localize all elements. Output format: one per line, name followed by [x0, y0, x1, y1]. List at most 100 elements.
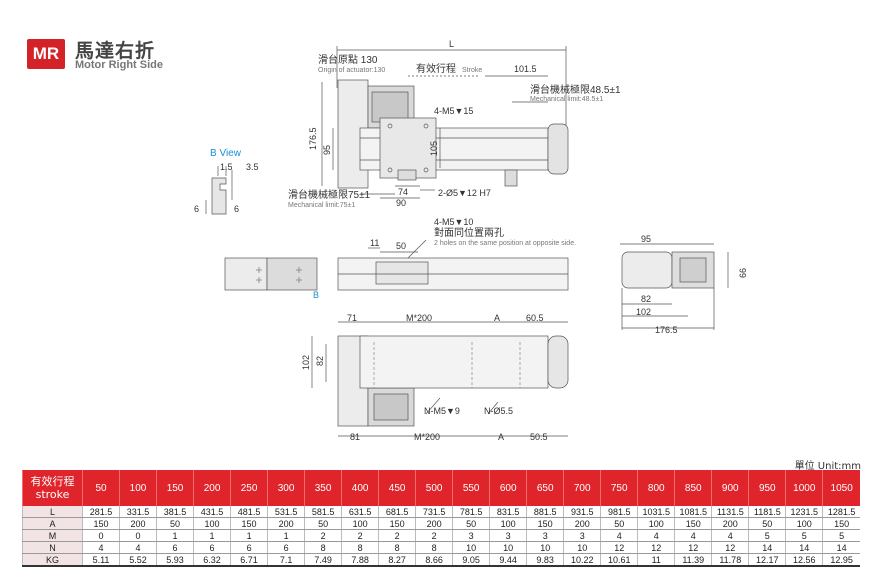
table-cell: 12.17	[748, 553, 786, 567]
dim-m200-bot: M*200	[414, 432, 440, 442]
table-header-cell: 250	[230, 470, 268, 506]
table-cell: 50	[304, 517, 342, 530]
row-label: A	[22, 517, 83, 530]
table-cell: 150	[230, 517, 268, 530]
stroke-label: 有效行程	[416, 62, 456, 75]
table-cell: 1131.5	[711, 506, 749, 518]
bottom-view	[311, 321, 569, 437]
table-cell: 10	[563, 541, 601, 554]
n-d55: N-Ø5.5	[484, 406, 513, 416]
table-cell: 150	[526, 517, 564, 530]
table-cell: 1231.5	[785, 506, 823, 518]
table-cell: 981.5	[600, 506, 638, 518]
dim-74: 74	[398, 187, 408, 197]
table-header-cell: 800	[637, 470, 675, 506]
table-cell: 200	[711, 517, 749, 530]
table-cell: 1281.5	[822, 506, 860, 518]
table-cell: 5	[822, 529, 860, 542]
dim-82-h: 82	[641, 294, 651, 304]
dim-60-5: 60.5	[526, 313, 544, 323]
table-cell: 5.52	[119, 553, 157, 567]
table-cell: 9.44	[489, 553, 527, 567]
table-cell: 200	[415, 517, 453, 530]
dim-3-5: 3.5	[246, 162, 259, 172]
dim-a-bot: A	[498, 432, 504, 442]
table-cell: 11.39	[674, 553, 712, 567]
table-cell: 831.5	[489, 506, 527, 518]
table-cell: 681.5	[378, 506, 416, 518]
table-cell: 7.1	[267, 553, 305, 567]
mech-limit-left: 滑台機械極限75±1	[288, 188, 371, 201]
table-cell: 4	[81, 541, 120, 554]
table-cell: 4	[674, 529, 712, 542]
dim-66: 66	[738, 268, 748, 278]
table-cell: 1	[230, 529, 268, 542]
dim-105: 105	[429, 141, 439, 156]
table-cell: 2	[415, 529, 453, 542]
dim-95-h: 95	[641, 234, 651, 244]
table-cell: 8	[378, 541, 416, 554]
table-cell: 2	[378, 529, 416, 542]
table-cell: 881.5	[526, 506, 564, 518]
table-header-cell: 950	[748, 470, 786, 506]
table-cell: 7.49	[304, 553, 342, 567]
table-cell: 11	[637, 553, 675, 567]
table-cell: 7.88	[341, 553, 379, 567]
table-cell: 10.22	[563, 553, 601, 567]
table-cell: 6	[193, 541, 231, 554]
mr-badge: MR	[27, 39, 65, 69]
mech-limit-left-en: Mechanical limit:75±1	[288, 202, 355, 209]
table-header-cell: 1000	[785, 470, 823, 506]
table-cell: 10	[452, 541, 490, 554]
table-cell: 200	[119, 517, 157, 530]
table-cell: 6.32	[193, 553, 231, 567]
table-header-cell: 400	[341, 470, 379, 506]
dim-71: 71	[347, 313, 357, 323]
side-view	[224, 239, 569, 291]
table-header-cell: 450	[378, 470, 416, 506]
side-holes: 4-M5▼10	[434, 217, 473, 227]
table-cell: 2	[341, 529, 379, 542]
table-header-cell: 200	[193, 470, 231, 506]
table-cell: 10	[489, 541, 527, 554]
technical-drawing: L 滑台原點 130 Origin of actuator:130 有效行程 S…	[194, 39, 748, 442]
end-view	[620, 243, 729, 330]
table-cell: 6	[267, 541, 305, 554]
table-cell: 631.5	[341, 506, 379, 518]
header-zh: 有效行程	[30, 475, 75, 488]
table-cell: 14	[785, 541, 823, 554]
table-header-cell: 100	[119, 470, 157, 506]
dim-95-v: 95	[322, 145, 332, 155]
table-cell: 3	[489, 529, 527, 542]
b-view-label: B View	[210, 148, 242, 159]
table-header-cell: 850	[674, 470, 712, 506]
table-cell: 381.5	[156, 506, 194, 518]
table-cell: 1	[267, 529, 305, 542]
table-cell: 5	[748, 529, 786, 542]
page-subtitle: Motor Right Side	[75, 59, 163, 71]
table-cell: 12.95	[822, 553, 860, 567]
table-cell: 9.83	[526, 553, 564, 567]
table-cell: 100	[785, 517, 823, 530]
b-arrow: B	[313, 290, 319, 300]
table-cell: 4	[600, 529, 638, 542]
table-cell: 731.5	[415, 506, 453, 518]
table-cell: 1	[156, 529, 194, 542]
table-cell: 3	[526, 529, 564, 542]
table-cell: 4	[637, 529, 675, 542]
dim-a-top: A	[494, 313, 500, 323]
dim-101-5: 101.5	[514, 64, 537, 74]
table-cell: 531.5	[267, 506, 305, 518]
table-header-cell: 300	[267, 470, 305, 506]
dim-102-h: 102	[636, 307, 651, 317]
table-cell: 8	[304, 541, 342, 554]
table-cell: 100	[489, 517, 527, 530]
origin-label: 滑台原點 130	[318, 53, 378, 66]
table-cell: 50	[156, 517, 194, 530]
table-cell: 100	[341, 517, 379, 530]
